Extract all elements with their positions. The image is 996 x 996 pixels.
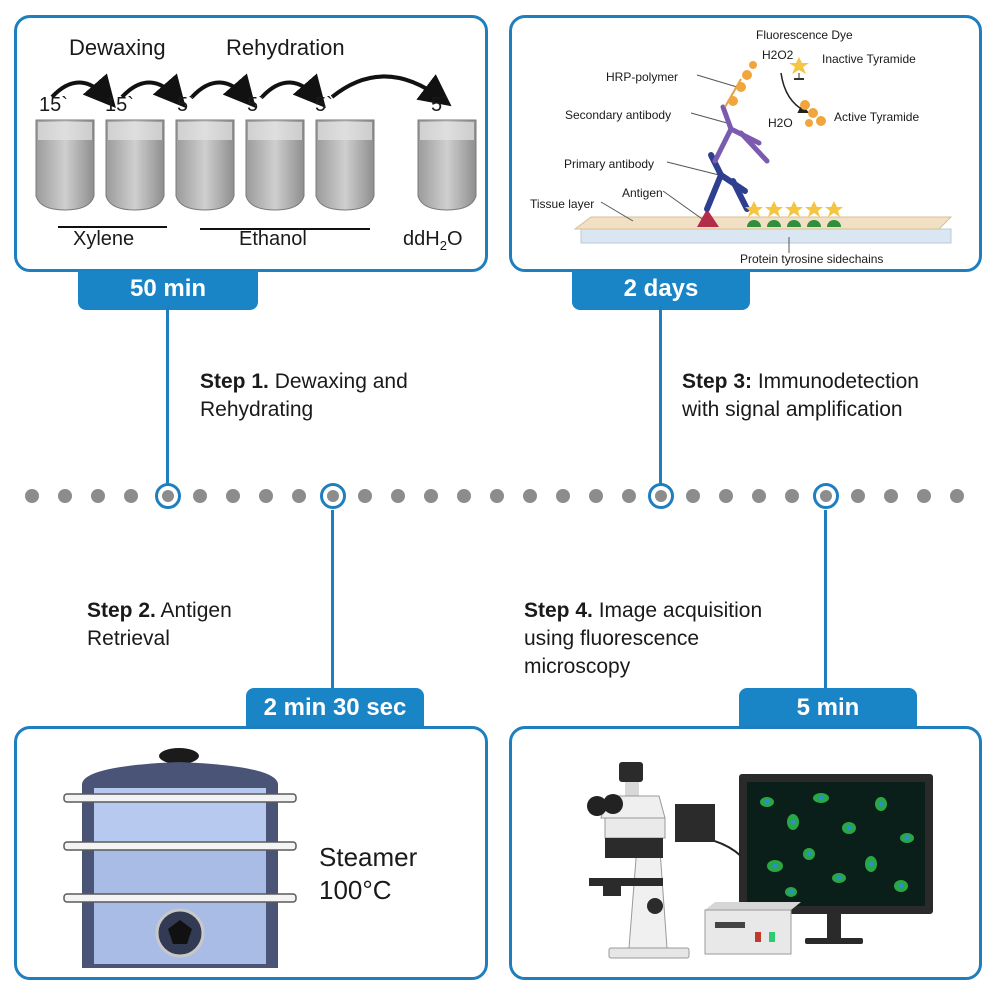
time-label: 5`	[315, 94, 333, 116]
timeline-dot	[193, 489, 207, 503]
timeline-dot	[292, 489, 306, 503]
steamer-illustration	[63, 748, 297, 968]
active-tyramide-label: Active Tyramide	[834, 110, 920, 124]
duration-tab-2-min-30-sec: 2 min 30 sec	[246, 688, 424, 728]
connector-line	[331, 510, 334, 690]
ddh2o-label: ddH2O	[403, 228, 463, 253]
immunodetection-illustration	[573, 57, 953, 253]
timeline-dot	[589, 489, 603, 503]
time-label: 5`	[431, 94, 449, 116]
time-label: 5`	[247, 94, 265, 116]
timeline-node-step-3	[648, 483, 674, 509]
timeline-dot	[358, 489, 372, 503]
microscope-illustration	[587, 762, 933, 959]
h2o2-label: H2O2	[762, 48, 794, 62]
xylene-label: Xylene	[73, 228, 135, 250]
inactive-tyramide-label: Inactive Tyramide	[822, 52, 916, 66]
fluorescence-dye-label: Fluorescence Dye	[756, 28, 853, 42]
tissue-layer-label: Tissue layer	[530, 197, 595, 211]
protein-tyrosine-label: Protein tyrosine sidechains	[740, 252, 884, 266]
connector-line	[824, 510, 827, 690]
timeline-node-step-4	[813, 483, 839, 509]
secondary-antibody-label: Secondary antibody	[565, 108, 672, 122]
timeline-dot	[556, 489, 570, 503]
ethanol-label: Ethanol	[239, 228, 307, 250]
timeline-dot	[226, 489, 240, 503]
rehydration-label: Rehydration	[226, 35, 345, 60]
timeline-dot	[752, 489, 766, 503]
timeline-dot	[91, 489, 105, 503]
timeline-dot	[25, 489, 39, 503]
duration-tab-50-min: 50 min	[78, 270, 258, 310]
timeline-dot	[259, 489, 273, 503]
hrp-polymer-label: HRP-polymer	[606, 70, 679, 84]
panel-dewaxing: Dewaxing Rehydration 15` 15` 5` 5` 5` 5`…	[14, 15, 488, 272]
time-label: 15`	[105, 94, 134, 116]
timeline-dot	[523, 489, 537, 503]
panel-immunodetection: Fluorescence Dye H2O2 Inactive Tyramide …	[509, 15, 982, 272]
timeline-dot	[58, 489, 72, 503]
h2o-label: H2O	[768, 116, 793, 130]
primary-antibody-label: Primary antibody	[564, 157, 655, 171]
timeline-node-step-1	[155, 483, 181, 509]
timeline-dot	[851, 489, 865, 503]
timeline-dot	[490, 489, 504, 503]
connector-line	[166, 306, 169, 486]
time-label: 5`	[177, 94, 195, 116]
dewaxing-label: Dewaxing	[69, 35, 166, 60]
antigen-label: Antigen	[622, 186, 663, 200]
timeline-dot	[917, 489, 931, 503]
dewaxing-illustration	[35, 73, 477, 230]
duration-tab-5-min: 5 min	[739, 688, 917, 728]
timeline-dot	[622, 489, 636, 503]
timeline-dot	[884, 489, 898, 503]
timeline-dot	[950, 489, 964, 503]
timeline-dot	[424, 489, 438, 503]
time-label: 15`	[39, 94, 68, 116]
timeline-dot	[391, 489, 405, 503]
staining-jar	[35, 119, 477, 211]
timeline-dot	[124, 489, 138, 503]
timeline-dot	[686, 489, 700, 503]
duration-tab-2-days: 2 days	[572, 270, 750, 310]
connector-line	[659, 306, 662, 486]
timeline-dot	[457, 489, 471, 503]
timeline-node-step-2	[320, 483, 346, 509]
timeline-dot	[785, 489, 799, 503]
timeline-dot	[719, 489, 733, 503]
panel-microscopy	[509, 726, 982, 980]
